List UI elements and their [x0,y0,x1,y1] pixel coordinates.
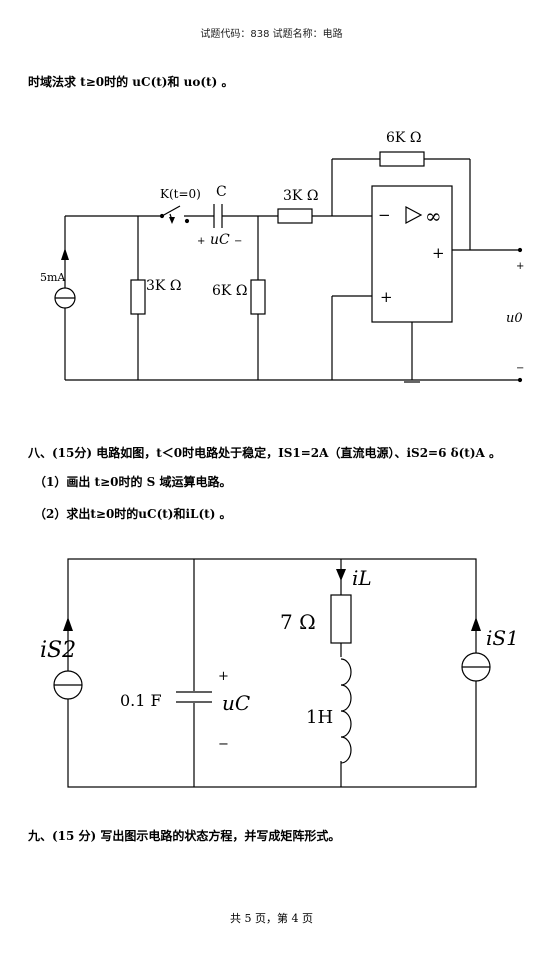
il-label: iL [352,566,372,590]
source-label: 5mA [40,271,66,284]
opamp-infinity: ∞ [425,204,442,228]
question-8-line-3: （2）求出t≥0时的uC(t)和iL(t) 。 [34,507,232,521]
uc-minus: − [234,236,242,247]
uc-plus: + [197,236,205,247]
opamp-plus-sign: + [380,288,393,306]
capacitor-label: C [216,184,227,200]
page-footer: 共 5 页，第 4 页 [230,912,313,925]
output-voltage-label: u0 [506,311,523,326]
uc-label-2: uC [222,691,250,715]
question-8-line-2: （1）画出 t≥0时的 S 域运算电路。 [34,475,232,489]
opamp-minus-sign: − [378,206,391,224]
switch-label: K(t=0) [160,187,201,201]
circuit-diagram-2: iS2 0.1 F + uC − iL 7 Ω 1H iS1 [40,558,519,788]
r-feedback-label: 6K Ω [386,130,421,146]
inductor-value-label: 1H [306,707,333,728]
r1-label: 3K Ω [146,278,181,294]
output-plus: + [516,261,524,272]
question-9-text: 九、(15 分) 写出图示电路的状态方程，并写成矩阵形式。 [28,829,341,843]
uc-minus-2: − [218,737,229,752]
uc-label-1: uC [210,232,230,248]
page-header: 试题代码：838 试题名称：电路 [200,29,343,40]
question-7-text: 时域法求 t≥0时的 uC(t)和 uo(t) 。 [28,75,234,89]
opamp-output-plus: + [432,244,445,262]
is2-label: iS2 [40,638,76,663]
output-minus: − [516,363,524,374]
question-8-line-1: 八、(15分) 电路如图，t＜0时电路处于稳定，IS1=2A（直流电源）、iS2… [28,446,502,460]
circuit-diagram-1: 6K Ω K(t=0) C 3K Ω − ∞ + + 5mA 3K Ω 6K Ω… [40,130,524,383]
r2-label: 6K Ω [212,283,247,299]
capacitor-value-label: 0.1 F [120,691,162,710]
is1-label: iS1 [486,626,519,650]
uc-plus-2: + [218,669,229,684]
resistor-value-label: 7 Ω [280,610,316,634]
r-input-label: 3K Ω [283,188,318,204]
